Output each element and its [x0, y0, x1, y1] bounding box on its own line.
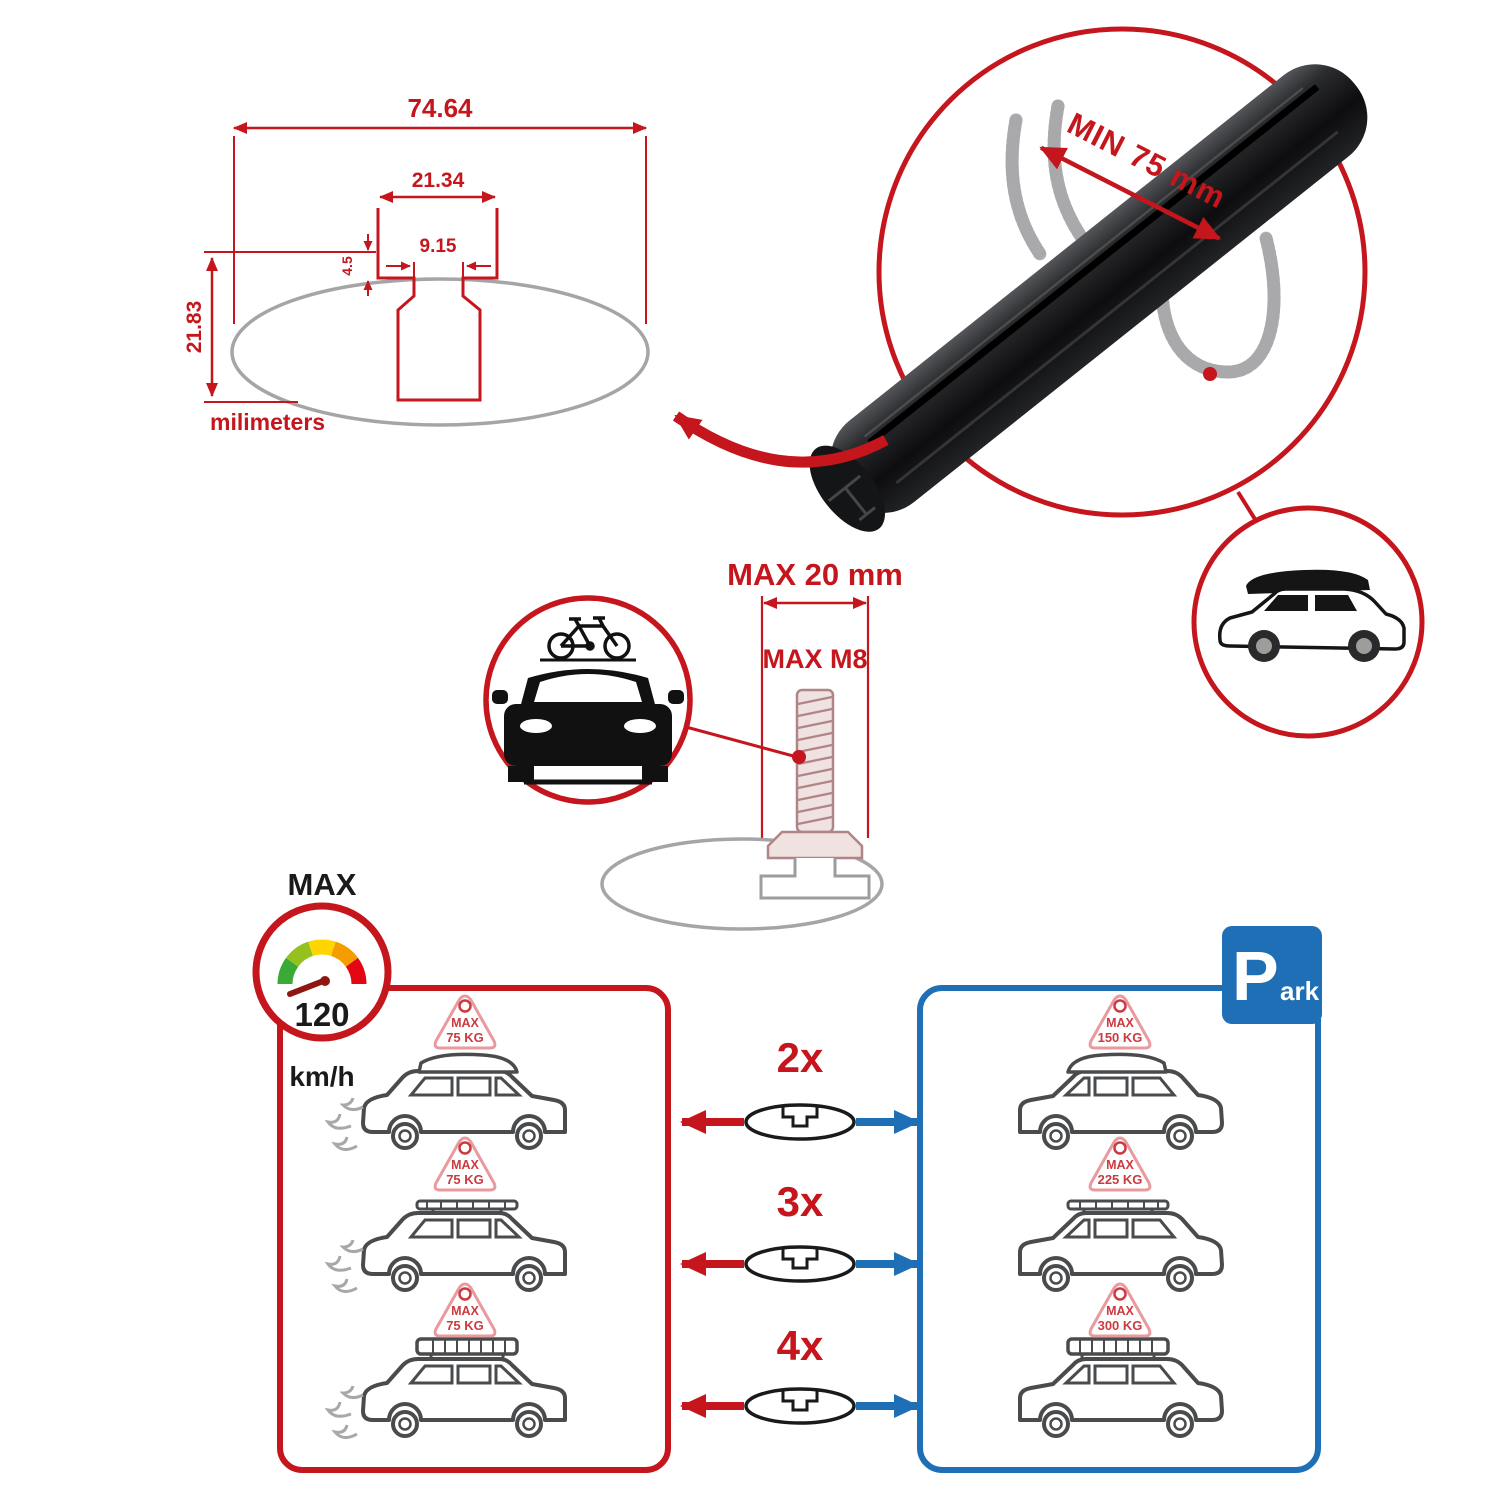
speed-limit-title: MAX	[288, 867, 357, 902]
parked-car-row-1: MAX 150 KG	[1018, 994, 1224, 1150]
roof-box-icon	[417, 1052, 519, 1074]
bar-count-label: 3x	[777, 1178, 824, 1225]
max-load-tag: MAX 225 KG	[1088, 1136, 1152, 1192]
load-tag-value: 75 KG	[446, 1318, 484, 1333]
park-sign-initial: P	[1232, 937, 1279, 1015]
bolt-width-label: MAX 20 mm	[727, 557, 903, 592]
load-tag-value: 75 KG	[446, 1172, 484, 1187]
driving-car-row-1: MAX 75 KG	[326, 994, 567, 1152]
roof-box-icon	[1066, 1052, 1168, 1074]
load-tag-title: MAX	[1106, 1016, 1134, 1030]
max-load-tag: MAX 150 KG	[1088, 994, 1152, 1050]
load-tag-title: MAX	[1106, 1158, 1134, 1172]
bar-count-row-1: 2x	[680, 1034, 920, 1141]
bar-count-label: 2x	[777, 1034, 824, 1081]
crossbar-section-icon	[744, 1103, 856, 1141]
crossbar-section-icon	[744, 1245, 856, 1283]
parked-car-row-2: MAX 225 KG	[1018, 1136, 1224, 1292]
height-reference-lines	[204, 251, 376, 403]
driving-car-row-2: MAX 75 KG	[326, 1136, 567, 1294]
park-sign-rest: ark	[1280, 976, 1320, 1006]
bike-car-detail	[483, 595, 693, 805]
max-load-tag: MAX 75 KG	[433, 994, 497, 1050]
dim-total-height: 21.83	[183, 301, 206, 354]
units-label: milimeters	[210, 409, 325, 435]
bar-profile-ellipse	[230, 277, 650, 427]
gauge-needle-icon	[287, 977, 329, 997]
bar-section-ellipse	[600, 837, 884, 931]
dim-channel-width: 21.34	[412, 169, 465, 192]
load-tag-title: MAX	[451, 1304, 479, 1318]
max-load-tag: MAX 300 KG	[1088, 1282, 1152, 1338]
bicycle-icon	[547, 616, 631, 660]
min-width-arrow	[1039, 145, 1222, 241]
bolt-thread-label: MAX M8	[762, 644, 867, 674]
t-bolt-icon	[759, 688, 871, 900]
dim-slot-depth: 4.5	[339, 256, 355, 276]
load-tag-title: MAX	[451, 1016, 479, 1030]
park-sign: P ark	[1222, 926, 1322, 1024]
load-tag-title: MAX	[1106, 1304, 1134, 1318]
bolt-width-extension-lines	[760, 596, 870, 838]
bar-count-label: 4x	[777, 1322, 824, 1369]
max-load-tag: MAX 75 KG	[433, 1282, 497, 1338]
load-tag-value: 150 KG	[1098, 1030, 1143, 1045]
driving-car-row-3: MAX 75 KG	[326, 1282, 567, 1440]
car-front-icon	[492, 669, 684, 782]
parked-car-row-3: MAX 300 KG	[1018, 1282, 1224, 1438]
crossbar-cross-section-diagram: 74.64 21.34 9.15 4.5 21.83 milimeters	[183, 93, 650, 435]
bolt-point-marker	[792, 750, 806, 764]
speedometer-gauge-icon	[277, 939, 367, 985]
dim-slot-width: 9.15	[420, 236, 457, 257]
fixation-point-marker	[1203, 367, 1217, 381]
speed-limit-indicator: MAX 120 km/h	[252, 867, 392, 1092]
load-tag-value: 300 KG	[1098, 1318, 1143, 1333]
speedometer-circle	[252, 902, 392, 1042]
max-load-tag: MAX 75 KG	[433, 1136, 497, 1192]
pointer-arrow	[672, 411, 889, 468]
roofbox-car-detail	[1191, 505, 1425, 739]
t-slot-profile	[376, 208, 499, 402]
bar-end-profile-icon	[827, 474, 876, 522]
speed-limit-unit: km/h	[289, 1061, 354, 1092]
bar-count-row-2: 3x	[680, 1178, 920, 1283]
load-tag-value: 225 KG	[1098, 1172, 1143, 1187]
bolt-leader-line	[685, 725, 798, 759]
bar-count-row-3: 4x	[680, 1322, 920, 1425]
load-tag-title: MAX	[451, 1158, 479, 1172]
slot-extension-lines	[413, 262, 464, 278]
bolt-spec-diagram: MAX 20 mm MAX M8	[600, 557, 903, 931]
load-tag-value: 75 KG	[446, 1030, 484, 1045]
aero-crossbar	[809, 64, 1368, 532]
dim-total-width: 74.64	[407, 93, 473, 123]
total-width-extension-lines	[233, 136, 647, 324]
crossbar-3d-view: MIN 75 mm	[672, 26, 1368, 532]
crossbar-section-icon	[744, 1387, 856, 1425]
speed-limit-value: 120	[294, 996, 349, 1033]
suv-with-roofbox-icon	[1217, 569, 1406, 662]
